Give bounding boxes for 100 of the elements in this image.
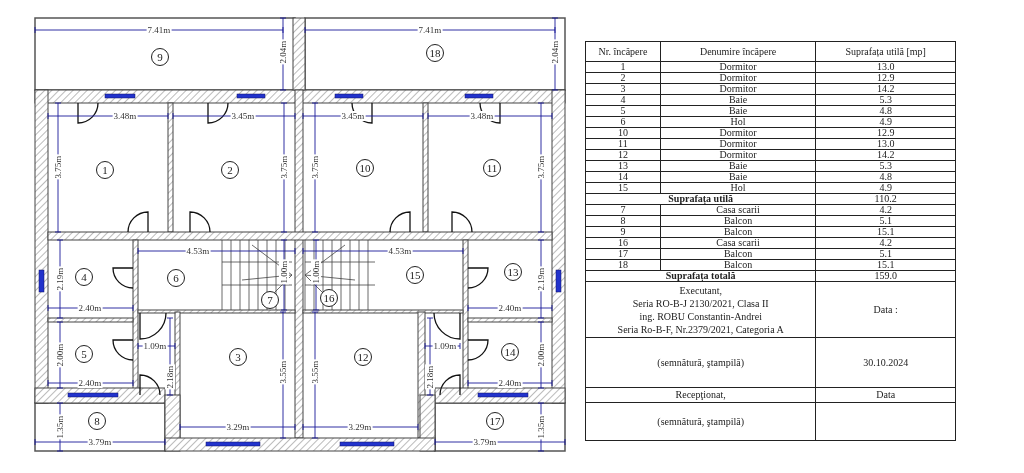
room-number-entry: 18	[585, 259, 661, 271]
area-value: 4.9	[815, 116, 956, 128]
room-number-entry: 1	[585, 61, 661, 73]
room-number: 11	[483, 159, 501, 177]
room-number: 9	[151, 48, 169, 66]
area-value: 4.8	[815, 171, 956, 183]
date-entry: Data	[815, 387, 956, 403]
dimension-label: 2.40m	[77, 378, 103, 388]
room-number: 4	[75, 268, 93, 286]
room-name-entry: Balcon	[660, 215, 816, 227]
room-name-entry: Baie	[660, 160, 816, 172]
room-number-entry: 16	[585, 237, 661, 249]
area-value: 15.1	[815, 259, 956, 271]
room-number-entry: 15	[585, 182, 661, 194]
column-header: Nr. încăpere	[585, 41, 661, 62]
dimension-label: 1.35m	[55, 414, 65, 440]
dimension-label: 3.75m	[310, 154, 320, 180]
room-number-entry: 10	[585, 127, 661, 139]
dimension-label: 3.55m	[278, 359, 288, 385]
dimension-label: 1.09m	[142, 341, 168, 351]
room-name-entry: Balcon	[660, 226, 816, 238]
signature-note: Recepţionat,	[585, 387, 816, 403]
surveyor-line: Seria Ro-B-F, Nr.2379/2021, Categoria A	[616, 322, 785, 336]
room-number-entry: 5	[585, 105, 661, 117]
dimension-label: 2.40m	[77, 303, 103, 313]
dimension-label: 3.75m	[279, 154, 289, 180]
area-value: 14.2	[815, 149, 956, 161]
dimension-label: 3.48m	[112, 111, 138, 121]
dimension-label: 3.55m	[310, 359, 320, 385]
area-value: 15.1	[815, 226, 956, 238]
dimension-label: 3.79m	[472, 437, 498, 447]
room-number-entry: 2	[585, 72, 661, 84]
room-name-entry: Baie	[660, 171, 816, 183]
room-number-entry: 12	[585, 149, 661, 161]
dimension-label: 1.09m	[432, 341, 458, 351]
room-number: 18	[426, 44, 444, 62]
dimension-label: 3.45m	[230, 111, 256, 121]
room-name-entry: Dormitor	[660, 138, 816, 150]
room-name-entry: Casa scarii	[660, 204, 816, 216]
area-value: 5.1	[815, 248, 956, 260]
area-value: 4.2	[815, 237, 956, 249]
area-value: 13.0	[815, 138, 956, 150]
total-label: Suprafața totală	[585, 270, 816, 282]
dimension-label: 2.40m	[497, 303, 523, 313]
signature-note: (semnătură, ştampilă)	[585, 337, 816, 388]
room-name-entry: Dormitor	[660, 61, 816, 73]
room-name-entry: Baie	[660, 94, 816, 106]
total-label: Suprafața utilă	[585, 193, 816, 205]
room-number-entry: 6	[585, 116, 661, 128]
room-number-entry: 14	[585, 171, 661, 183]
room-name-entry: Dormitor	[660, 72, 816, 84]
room-name-entry: Dormitor	[660, 127, 816, 139]
room-number-entry: 11	[585, 138, 661, 150]
room-number: 10	[356, 159, 374, 177]
dimension-label: 2.18m	[425, 364, 435, 390]
dimension-label: 3.48m	[469, 111, 495, 121]
dimension-label: 3.29m	[225, 422, 251, 432]
room-number-entry: 8	[585, 215, 661, 227]
dimension-label: 1.35m	[536, 414, 546, 440]
date-entry: Data :	[815, 281, 956, 338]
area-value: 5.3	[815, 94, 956, 106]
dimension-label: 3.45m	[340, 111, 366, 121]
area-value: 159.0	[815, 270, 956, 282]
area-value: 110.2	[815, 193, 956, 205]
room-number: 16	[320, 289, 338, 307]
room-name-entry: Baie	[660, 105, 816, 117]
dimension-label: 3.79m	[87, 437, 113, 447]
dimension-label: 2.00m	[55, 342, 65, 368]
room-number-entry: 17	[585, 248, 661, 260]
room-number-entry: 7	[585, 204, 661, 216]
surveyor-line: ing. ROBU Constantin-Andrei	[638, 309, 763, 323]
room-name-entry: Dormitor	[660, 83, 816, 95]
room-number: 17	[486, 412, 504, 430]
dimension-label: 2.00m	[536, 342, 546, 368]
room-number: 2	[221, 161, 239, 179]
column-header: Denumire încăpere	[660, 41, 816, 62]
room-number: 15	[406, 266, 424, 284]
room-number: 14	[501, 343, 519, 361]
area-value: 5.3	[815, 160, 956, 172]
date-entry: 30.10.2024	[815, 337, 956, 388]
room-number: 5	[75, 345, 93, 363]
dimension-label: 2.04m	[550, 39, 560, 65]
room-number: 1	[96, 161, 114, 179]
room-number-entry: 13	[585, 160, 661, 172]
area-value: 5.1	[815, 215, 956, 227]
room-number: 12	[354, 348, 372, 366]
dimension-label: 2.18m	[165, 364, 175, 390]
area-value: 14.2	[815, 83, 956, 95]
room-number-entry: 9	[585, 226, 661, 238]
room-name-entry: Casa scarii	[660, 237, 816, 249]
room-number: 13	[504, 263, 522, 281]
area-value: 4.2	[815, 204, 956, 216]
room-number-entry: 3	[585, 83, 661, 95]
room-number: 6	[167, 269, 185, 287]
dimension-label: 2.40m	[497, 378, 523, 388]
surveyor-line: Executant,	[678, 283, 723, 297]
area-value: 13.0	[815, 61, 956, 73]
room-name-entry: Balcon	[660, 259, 816, 271]
column-header: Suprafața utilă [mp]	[815, 41, 956, 62]
signature-note: (semnătură, ştampilă)	[585, 402, 816, 441]
